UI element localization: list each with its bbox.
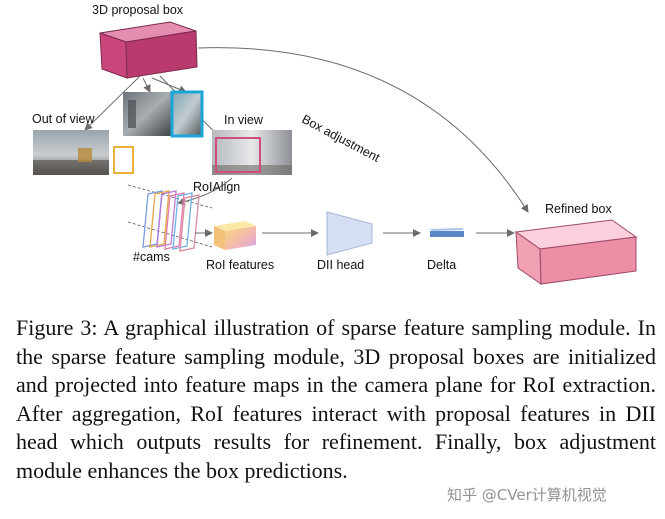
label-refined-box: Refined box <box>545 202 612 216</box>
label-delta: Delta <box>427 258 457 272</box>
label-dii-head: DII head <box>317 258 365 272</box>
camera-image-out-of-view <box>33 130 109 175</box>
label-3d-proposal-box: 3D proposal box <box>92 3 184 17</box>
dii-head <box>326 211 373 256</box>
label-out-of-view: Out of view <box>32 112 95 126</box>
label-roialign: RoIAlign <box>193 180 241 194</box>
proposal-box-3d <box>99 21 198 79</box>
out-of-view-marker <box>113 146 134 174</box>
roi-features-cube <box>214 221 256 250</box>
architecture-diagram <box>33 21 638 285</box>
figure-caption: Figure 3: A graphical illustration of sp… <box>16 315 656 483</box>
feature-map-stack <box>127 184 213 252</box>
box-adjustment-arrow <box>197 47 529 213</box>
label-cams: #cams <box>133 250 170 264</box>
camera-image-highlighted <box>170 90 204 138</box>
delta-bar <box>430 228 464 237</box>
label-in-view: In view <box>224 113 263 127</box>
camera-image-center <box>123 92 171 136</box>
label-roi-features: RoI features <box>206 258 275 272</box>
camera-image-in-view <box>212 130 292 175</box>
watermark-text: 知乎 @CVer计算机视觉 <box>447 486 607 504</box>
refined-box-3d <box>514 219 638 285</box>
